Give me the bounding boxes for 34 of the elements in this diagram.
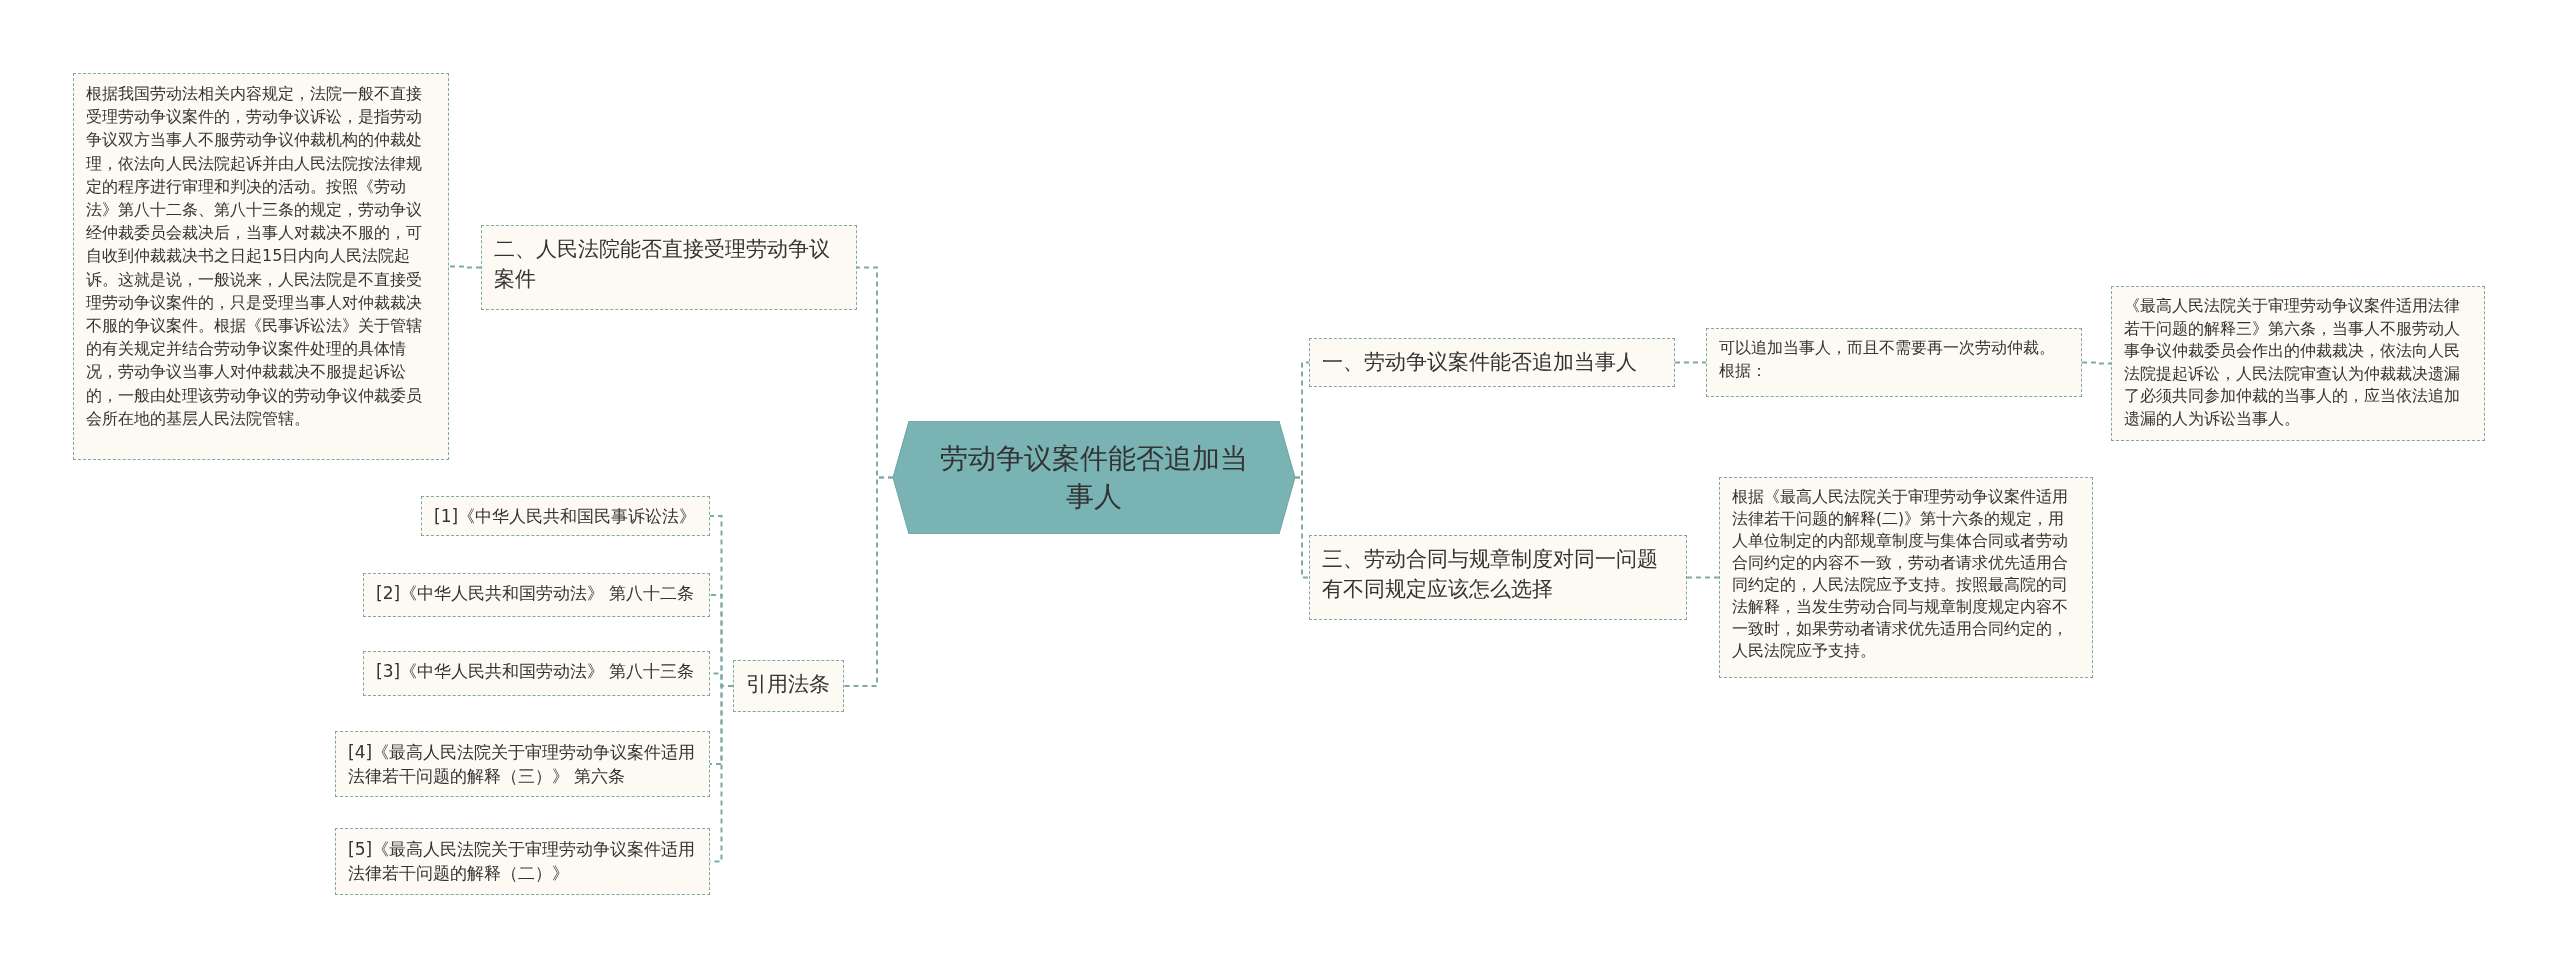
- connector-line: [843, 476, 894, 687]
- connector-line: [2081, 361, 2112, 365]
- citation-box: [363, 651, 710, 696]
- citation-box: [421, 496, 710, 536]
- citation-box: [335, 828, 710, 895]
- topic-box: [481, 225, 857, 310]
- note-box: [73, 73, 449, 460]
- note-text: 根据《最高人民法院关于审理劳动争议案件适用法律若干问题的解释(二)》第十六条的规定，用人单位制定的内部规章制度与集体合同或者劳动合同约定的内容不一致，劳动者请求优先适用合同约定的，人民法院应予支持。按照最高院的司法解释，当发生劳动合同与规章制度规定内容不一致时，如果劳动者请求优先适用合同约定的，人民法院应予支持。: [1732, 487, 2069, 662]
- connector-line: [1686, 576, 1720, 579]
- note-text: 可以追加当事人，而且不需要再一次劳动仲裁。根据：: [1719, 338, 2056, 382]
- note-box: [2111, 286, 2485, 441]
- connector-line: [1294, 476, 1310, 579]
- central-topic: [893, 421, 1295, 534]
- topic-text: 二、人民法院能否直接受理劳动争议案件: [494, 236, 831, 293]
- connector-line: [448, 265, 482, 269]
- topic-box: [1309, 338, 1675, 387]
- topic-title: 劳动争议案件能否追加当事人: [939, 440, 1249, 515]
- citation-box: [363, 573, 710, 617]
- topic-text: 三、劳动合同与规章制度对同一问题有不同规定应该怎么选择: [1322, 546, 1659, 603]
- citation-text: [2]《中华人民共和国劳动法》 第八十二条: [376, 582, 696, 604]
- citation-text: [3]《中华人民共和国劳动法》 第八十三条: [376, 660, 696, 682]
- citation-box: [335, 731, 710, 797]
- topic-box: [1309, 535, 1687, 620]
- note-box: [1719, 477, 2093, 678]
- topic-text: 一、劳动争议案件能否追加当事人: [1322, 349, 1638, 376]
- note-text: 《最高人民法院关于审理劳动争议案件适用法律若干问题的解释三》第六条，当事人不服劳动人事争议仲裁委员会作出的仲裁裁决，依法向人民法院提起诉讼，人民法院审查认为仲裁裁决遗漏了必须共同参加仲裁的当事人的，应当依法追加遗漏的人为诉讼当事人。: [2124, 296, 2461, 430]
- connector-line: [1674, 361, 1707, 364]
- citation-text: [4]《最高人民法院关于审理劳动争议案件适用法律若干问题的解释（三）》 第六条: [348, 741, 697, 788]
- note-text: 根据我国劳动法相关内容规定，法院一般不直接受理劳动争议案件的，劳动争议诉讼，是指劳动争议双方当事人不服劳动争议仲裁机构的仲裁处理，依法向人民法院起诉并由人民法院按法律规定的程序进行审理和判决的活动。按照《劳动法》第八十二条、第八十三条的规定，劳动争议经仲裁委员会裁决后，当事人对裁决不服的，可自收到仲裁裁决书之日起15日内向人民法院起诉。这就是说，一般说来，人民法院是不直接受理劳动争议案件的，只是受理当事人对仲裁裁决不服的争议案件。根据《民事诉讼法》关于管辖的有关规定并结合劳动争议案件处理的具体情况，劳动争议当事人对仲裁裁决不服提起诉讼的，一般由处理该劳动争议的劳动争议仲裁委员会所在地的基层人民法院管辖。: [86, 83, 423, 430]
- citation-text: [1]《中华人民共和国民事诉讼法》: [434, 505, 697, 527]
- topic-box: [733, 660, 844, 712]
- topic-text: 引用法条: [746, 671, 831, 698]
- citation-text: [5]《最高人民法院关于审理劳动争议案件适用法律若干问题的解释（二）》: [348, 838, 697, 885]
- note-box: [1706, 328, 2082, 397]
